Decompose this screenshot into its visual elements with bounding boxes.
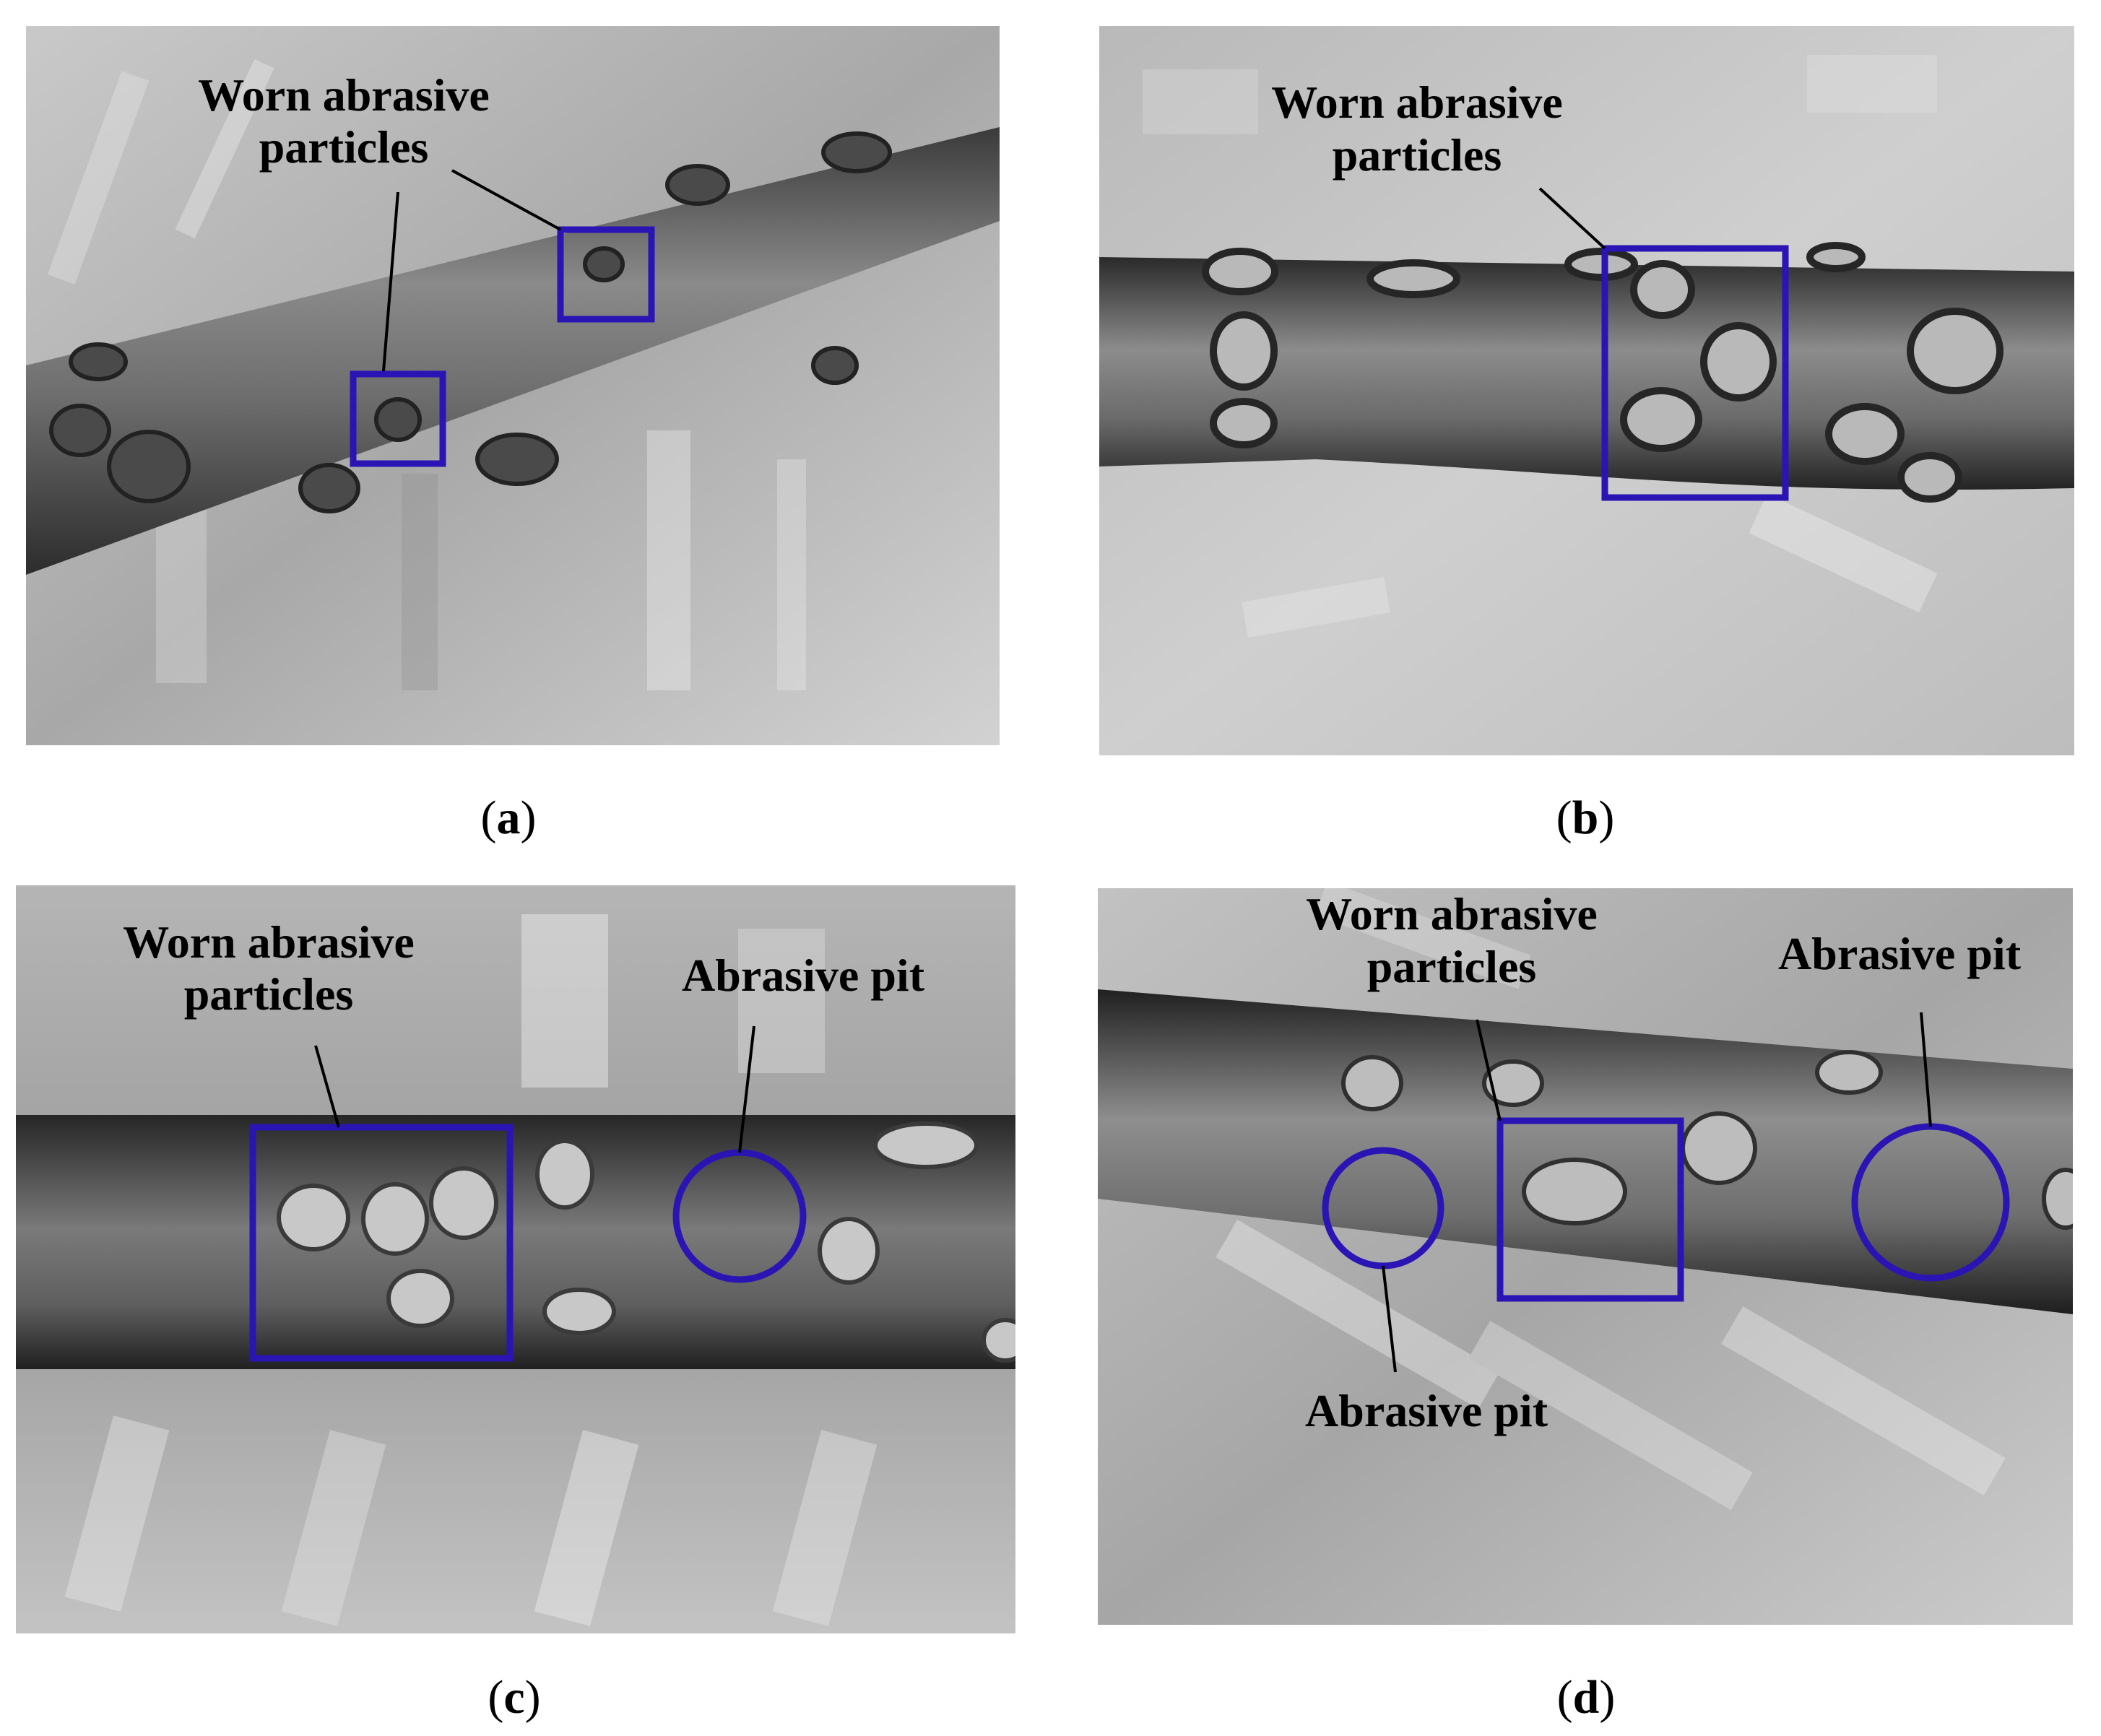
caption-letter: a xyxy=(496,791,521,844)
caption-paren-close: ) xyxy=(524,1671,541,1724)
micrograph-panel-d: Worn abrasive particles Abrasive pit Abr… xyxy=(1098,888,2073,1625)
background-streaks xyxy=(1143,55,1938,638)
leader-line-2 xyxy=(738,1025,755,1153)
leader-line-3 xyxy=(1920,1012,1932,1127)
caption-letter: d xyxy=(1572,1671,1600,1724)
caption-paren-open: ( xyxy=(1556,791,1572,844)
caption-letter: c xyxy=(503,1671,525,1724)
background-streaks xyxy=(1216,888,2006,1510)
particle-box-1 xyxy=(1496,1117,1684,1302)
leader-line-2 xyxy=(451,169,561,231)
label-worn-particles-line2: particles xyxy=(259,121,429,173)
label-worn-particles-line1: Worn abrasive xyxy=(1271,77,1563,128)
leader-line-1 xyxy=(314,1045,340,1128)
caption-c: (c) xyxy=(442,1674,586,1722)
leader-line-2 xyxy=(1382,1265,1397,1373)
caption-paren-close: ) xyxy=(1598,791,1615,844)
background-streaks xyxy=(47,58,806,690)
caption-letter: b xyxy=(1572,791,1599,844)
caption-paren-open: ( xyxy=(480,791,497,844)
caption-b: (b) xyxy=(1513,794,1658,842)
micrograph-panel-a: Worn abrasive particles xyxy=(26,26,1000,745)
label-worn-particles-line1: Worn abrasive xyxy=(1306,888,1598,939)
abrasive-particles xyxy=(1341,1050,2073,1230)
caption-paren-close: ) xyxy=(520,791,537,844)
caption-d: (d) xyxy=(1514,1674,1658,1722)
caption-paren-open: ( xyxy=(488,1671,504,1724)
background-streaks xyxy=(64,914,878,1626)
leader-line-1 xyxy=(1476,1019,1502,1121)
label-abrasive-pit: Abrasive pit xyxy=(682,950,925,1001)
abrasive-particles xyxy=(277,1121,1015,1363)
label-worn-particles-line1: Worn abrasive xyxy=(198,69,490,121)
label-abrasive-pit-top: Abrasive pit xyxy=(1778,928,2022,979)
particle-box-2 xyxy=(557,226,655,323)
label-worn-particles-line1: Worn abrasive xyxy=(123,916,415,968)
wire xyxy=(26,127,1000,575)
label-worn-particles-line2: particles xyxy=(1333,129,1502,181)
abrasive-particles xyxy=(49,131,892,513)
particle-box-1 xyxy=(350,370,446,467)
particle-box-1 xyxy=(249,1124,514,1362)
particle-box-1 xyxy=(1601,245,1789,501)
leader-line-1 xyxy=(1538,187,1606,250)
micrograph-panel-c: Worn abrasive particles Abrasive pit xyxy=(16,885,1015,1633)
caption-paren-open: ( xyxy=(1556,1671,1573,1724)
micrograph-panel-b: Worn abrasive particles xyxy=(1099,26,2074,755)
label-abrasive-pit-bottom: Abrasive pit xyxy=(1305,1385,1548,1436)
caption-a: (a) xyxy=(436,794,581,842)
leader-line-1 xyxy=(382,191,399,372)
abrasive-particles xyxy=(1202,242,2003,503)
label-worn-particles-line2: particles xyxy=(184,968,354,1020)
caption-paren-close: ) xyxy=(1599,1671,1616,1724)
label-worn-particles-line2: particles xyxy=(1367,941,1537,992)
